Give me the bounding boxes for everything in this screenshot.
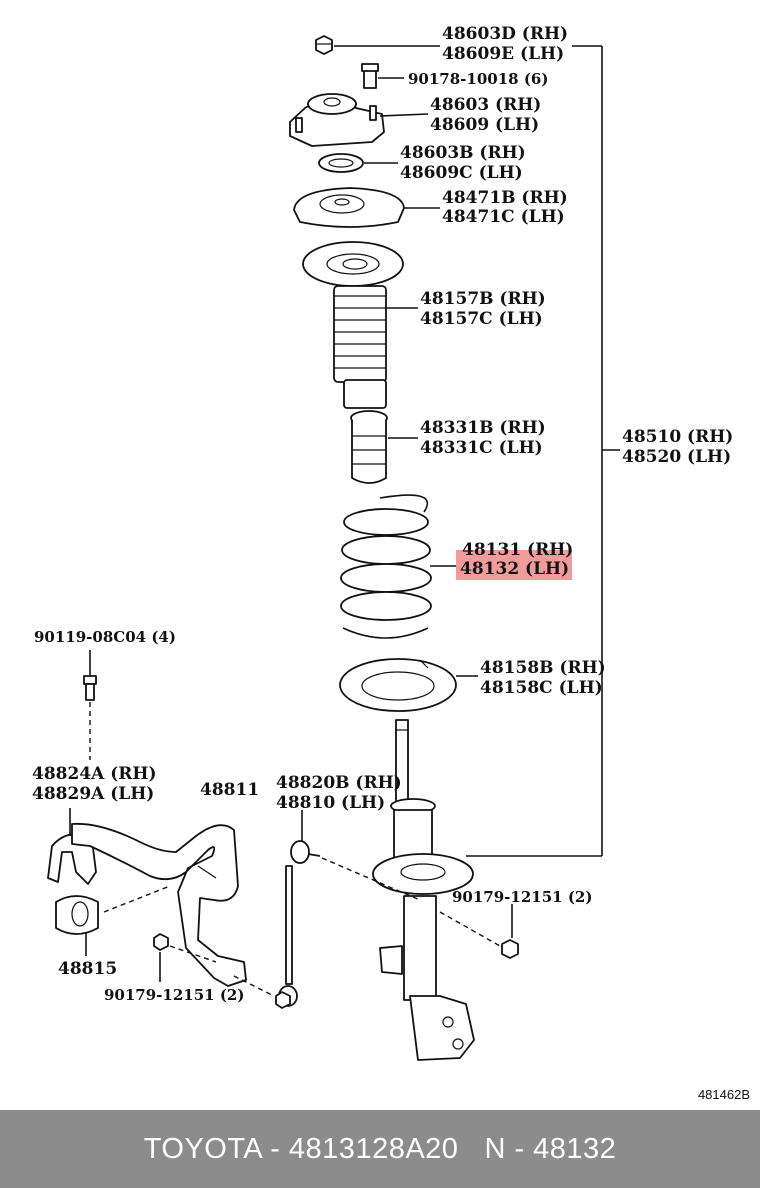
parts-diagram: 48603D (RH) 48609E (LH) 90178-10018 (6) … <box>32 24 733 1061</box>
strut-support-icon <box>289 93 429 147</box>
lower-insulator-icon <box>339 658 478 712</box>
label-bump-stopper-rh: 48331B (RH) <box>420 418 546 438</box>
nut-right-icon <box>439 904 519 959</box>
shock-absorber-icon <box>372 719 475 1061</box>
label-bushing: 48815 <box>58 959 117 979</box>
label-nut-right: 90179-12151 (2) <box>452 888 592 906</box>
coil-spring-icon <box>340 494 456 639</box>
label-lower-insulator-lh: 48158C (LH) <box>480 678 603 698</box>
label-upper-seat-lh: 48471C (LH) <box>442 207 565 227</box>
stud-bolt-icon <box>361 63 404 89</box>
label-nut-left: 90179-12151 (2) <box>104 986 244 1004</box>
dust-boot-icon <box>302 241 418 409</box>
label-top-nut-lh: 48609E (LH) <box>442 44 564 64</box>
label-top-nut-rh: 48603D (RH) <box>442 24 568 44</box>
nut-left-icon <box>153 933 217 982</box>
top-nut-icon <box>315 35 440 55</box>
label-coil-spring-rh: 48131 (RH) <box>462 540 573 560</box>
bracket-bolt-icon <box>83 650 97 760</box>
footer-text: TOYOTA - 4813128A20 N - 48132 <box>144 1133 617 1166</box>
label-bracket-rh: 48824A (RH) <box>32 764 157 784</box>
footer-brand-part: TOYOTA - 4813128A20 <box>143 1132 459 1165</box>
label-lower-insulator-rh: 48158B (RH) <box>480 658 606 678</box>
stabilizer-bar-icon <box>71 822 247 987</box>
label-stud-bolt: 90178-10018 (6) <box>408 70 548 88</box>
stabilizer-link-icon <box>278 810 421 1007</box>
label-support-rh: 48603 (RH) <box>430 95 541 115</box>
highlight-box <box>456 550 572 580</box>
label-upper-seat-rh: 48471B (RH) <box>442 188 568 208</box>
label-bearing-rh: 48603B (RH) <box>400 143 526 163</box>
label-support-lh: 48609 (LH) <box>430 115 539 135</box>
upper-seat-icon <box>293 187 440 228</box>
assembly-bracket <box>466 45 620 857</box>
label-bracket-bolt: 90119-08C04 (4) <box>34 628 176 646</box>
label-assembly-lh: 48520 (LH) <box>622 447 731 467</box>
label-boot-rh: 48157B (RH) <box>420 289 546 309</box>
label-bracket-lh: 48829A (LH) <box>32 784 154 804</box>
label-link-rh: 48820B (RH) <box>276 773 402 793</box>
label-link-lh: 48810 (LH) <box>276 793 385 813</box>
footer-bar: TOYOTA - 4813128A20 N - 48132 <box>0 1110 760 1188</box>
label-coil-spring-lh: 48132 (LH) <box>460 559 569 579</box>
bushing-icon <box>55 885 171 956</box>
footer-number: N - 48132 <box>484 1132 617 1165</box>
label-stabilizer-bar: 48811 <box>200 780 259 800</box>
label-boot-lh: 48157C (LH) <box>420 309 543 329</box>
label-bearing-lh: 48609C (LH) <box>400 163 523 183</box>
bump-stopper-icon <box>350 410 418 484</box>
link-nut-icon <box>233 975 291 1009</box>
drawing-reference: 481462B <box>697 1087 750 1102</box>
label-bump-stopper-lh: 48331C (LH) <box>420 438 543 458</box>
label-assembly-rh: 48510 (RH) <box>622 427 733 447</box>
bearing-icon <box>318 153 398 173</box>
